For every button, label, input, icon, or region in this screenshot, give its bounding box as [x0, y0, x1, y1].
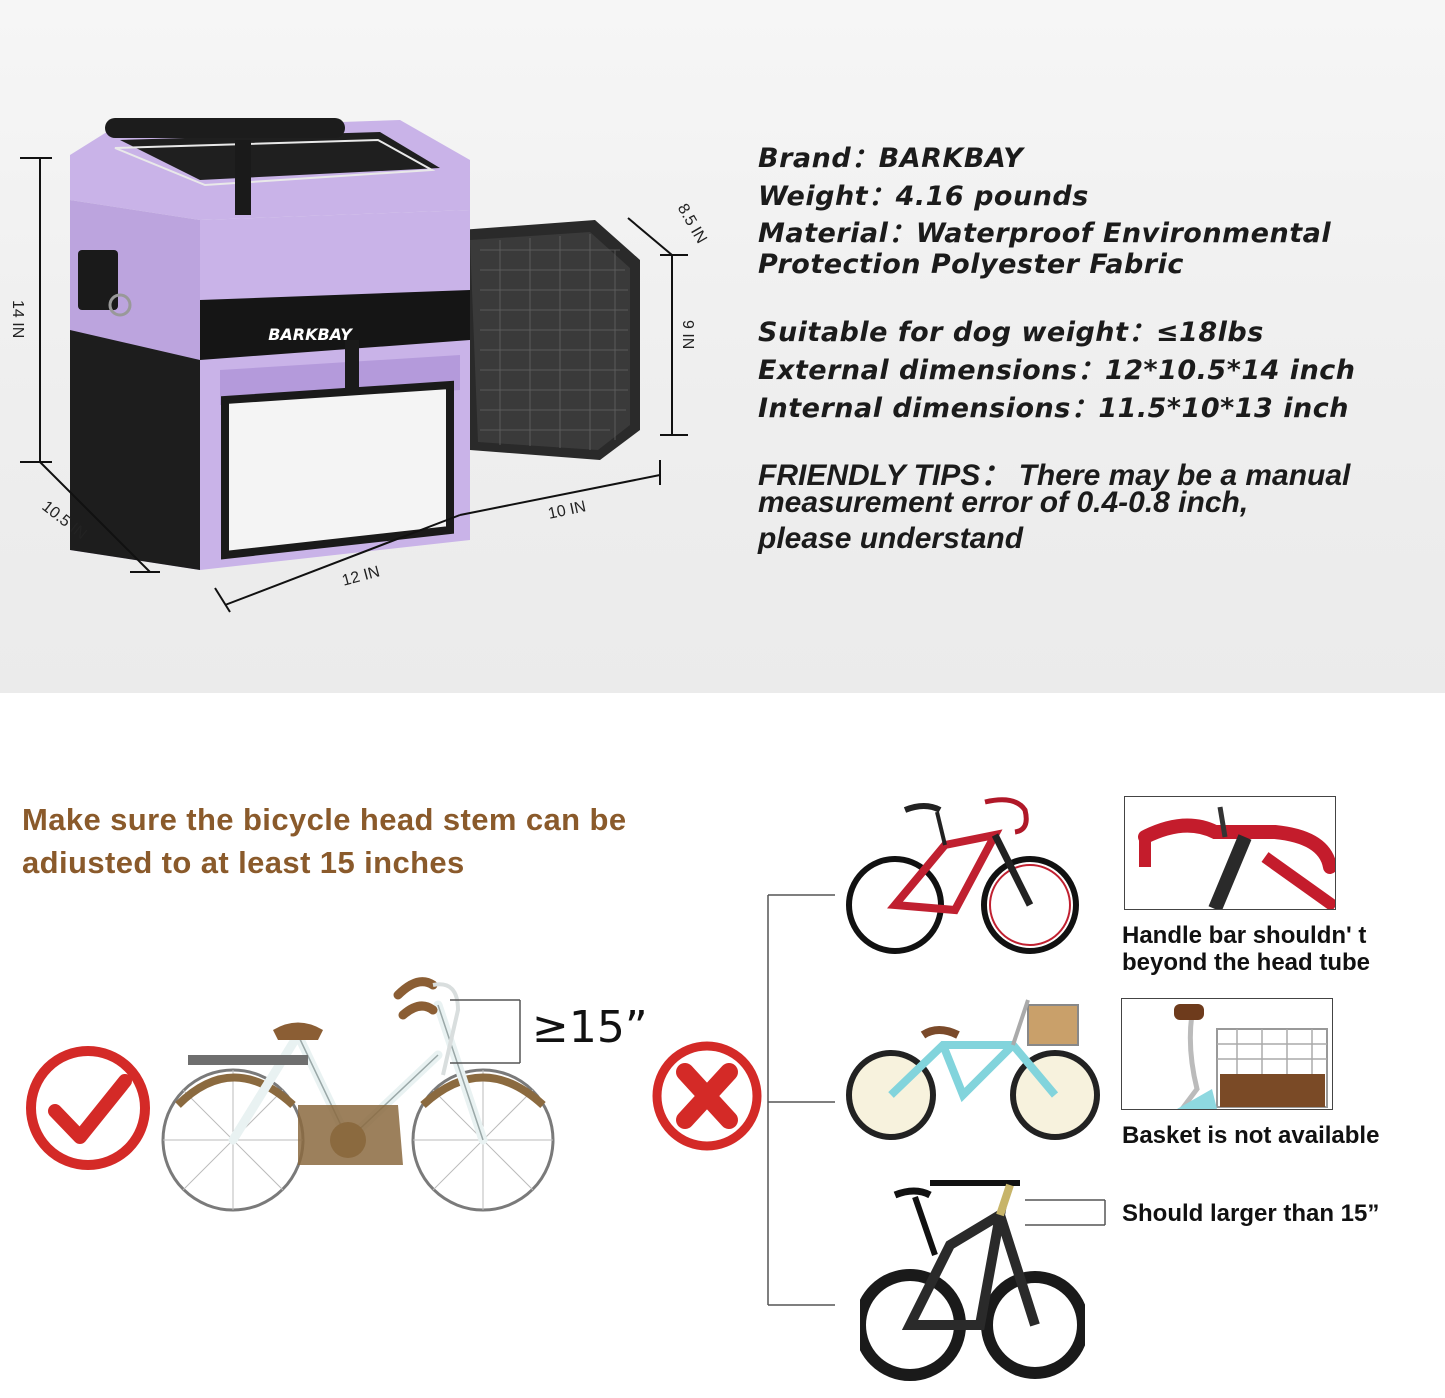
- headline-line-1: Make sure the bicycle head stem can be: [22, 802, 627, 837]
- dimension-ext-height-label: 9 IN: [679, 320, 696, 350]
- dimension-lines: [20, 157, 688, 613]
- caption-handlebar-1: Handle bar shouldn' t: [1122, 922, 1367, 949]
- handlebar-detail-thumbnail: [1124, 796, 1336, 910]
- caption-larger: Should larger than 15”: [1122, 1200, 1380, 1227]
- spec-material-2: Protection Polyester Fabric: [758, 249, 1184, 280]
- basket-detail-thumbnail: [1121, 998, 1333, 1110]
- tips-line-2: measurement error of 0.4-0.8 inch,: [758, 486, 1249, 519]
- comparison-connector: [767, 894, 835, 1306]
- pet-carrier-illustration: BARKBAY: [20, 118, 688, 613]
- basket-bike-illustration: [846, 999, 1100, 1140]
- stem-measure-bracket: [450, 999, 521, 1064]
- mesh-extension: [460, 220, 640, 460]
- mountain-bike-measure-bracket: [1025, 1199, 1106, 1226]
- road-bike-illustration: [846, 797, 1079, 954]
- product-spec-panel: BARKBAY 14 IN 10.5 IN 12 IN 10 IN 9 IN 8…: [0, 0, 1445, 693]
- mountain-bike-illustration: [860, 1180, 1085, 1381]
- headline-line-2: adiusted to at least 15 inches: [22, 845, 465, 880]
- carrier-logo: BARKBAY: [268, 325, 353, 344]
- carrier-body: [70, 118, 470, 570]
- tips-line-1: FRIENDLY TIPS： There may be a manual: [758, 459, 1351, 492]
- x-icon: [652, 1041, 762, 1151]
- basket-detail-illustration: [1174, 1004, 1328, 1109]
- handlebar-detail-illustration: [1138, 806, 1335, 909]
- stem-measure-label: ≥15”: [532, 1002, 648, 1053]
- spec-dog-weight: Suitable for dog weight：≤18lbs: [758, 317, 1264, 348]
- spec-internal-dimensions: Internal dimensions：11.5*10*13 inch: [758, 393, 1349, 424]
- tips-line-3: please understand: [758, 522, 1024, 555]
- spec-external-dimensions: External dimensions：12*10.5*14 inch: [758, 355, 1356, 386]
- correct-bicycle-illustration: [161, 977, 555, 1212]
- caption-handlebar-2: beyond the head tube: [1122, 949, 1371, 976]
- spec-weight: Weight：4.16 pounds: [758, 181, 1089, 212]
- spec-material-1: Material：Waterproof Environmental: [758, 218, 1332, 249]
- caption-basket: Basket is not available: [1122, 1122, 1380, 1149]
- spec-brand: Brand：BARKBAY: [758, 143, 1024, 174]
- check-icon: [26, 1046, 150, 1170]
- dimension-height-label: 14 IN: [9, 300, 26, 339]
